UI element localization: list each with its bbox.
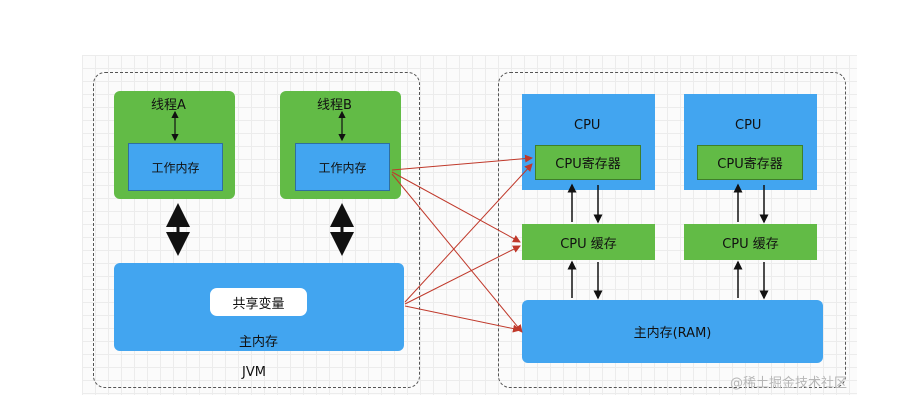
shared-variable: 共享变量 [210,288,307,316]
thread-b-work-memory: 工作内存 [295,143,390,191]
thread-a-label: 线程A [151,98,186,113]
thread-a-work-memory: 工作内存 [128,143,223,191]
map-main-memory-to-ram [404,305,521,333]
cpu-2-register: CPU寄存器 [697,145,803,180]
watermark: @稀土掘金技术社区 [730,376,848,391]
cpu-1-register: CPU寄存器 [535,145,641,180]
thread-b-label: 线程B [317,98,352,113]
map-work-memory-to-register [391,154,533,171]
jvm-group [93,72,420,388]
map-work-memory-to-ram [391,173,523,333]
map-main-memory-to-register [404,163,533,303]
map-work-memory-to-cache [391,171,521,243]
jvm-main-memory-label: 主内存 [239,335,279,350]
cpu-2-label: CPU [735,118,762,133]
cpu-1-label: CPU [574,118,601,133]
jvm-label: JVM [242,365,266,380]
cpu-1-cache: CPU 缓存 [522,224,655,260]
map-main-memory-to-cache [404,245,521,305]
cpu-2-cache: CPU 缓存 [684,224,817,260]
ram-block: 主内存(RAM) [522,300,823,363]
